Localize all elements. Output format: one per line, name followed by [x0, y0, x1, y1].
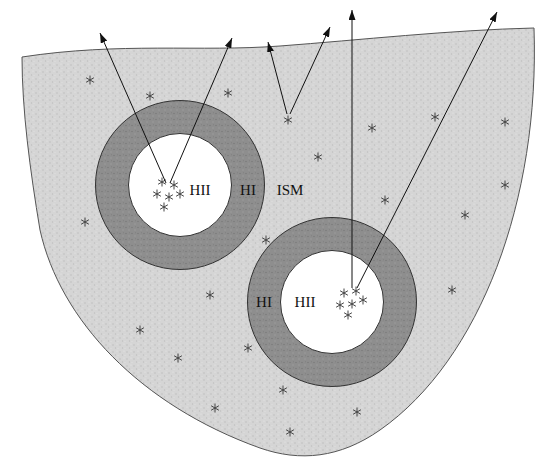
region-label: HI — [240, 183, 256, 198]
hii-region: HII — [280, 250, 384, 354]
hi-shell-outline — [95, 100, 265, 270]
hi-shell: HI HII — [95, 100, 265, 270]
ism-outline — [22, 28, 534, 456]
region-label: HII — [295, 295, 316, 310]
region-label: HI — [256, 295, 272, 310]
ray-arrow — [352, 10, 353, 288]
hii-region: HII — [128, 133, 232, 237]
shell-outline — [96, 101, 265, 270]
ism-region-outline — [20, 20, 545, 465]
ism-region: ISM HI HII HI HII — [20, 20, 545, 465]
hi-shell-outline — [247, 217, 417, 387]
region-label: HII — [190, 183, 211, 198]
region-label: ISM — [277, 183, 304, 198]
hole-outline — [129, 134, 232, 237]
hi-shell: HI HII — [247, 217, 417, 387]
shell-outline — [248, 218, 417, 387]
hii-region-outline — [128, 133, 232, 237]
hole-outline — [281, 251, 384, 354]
